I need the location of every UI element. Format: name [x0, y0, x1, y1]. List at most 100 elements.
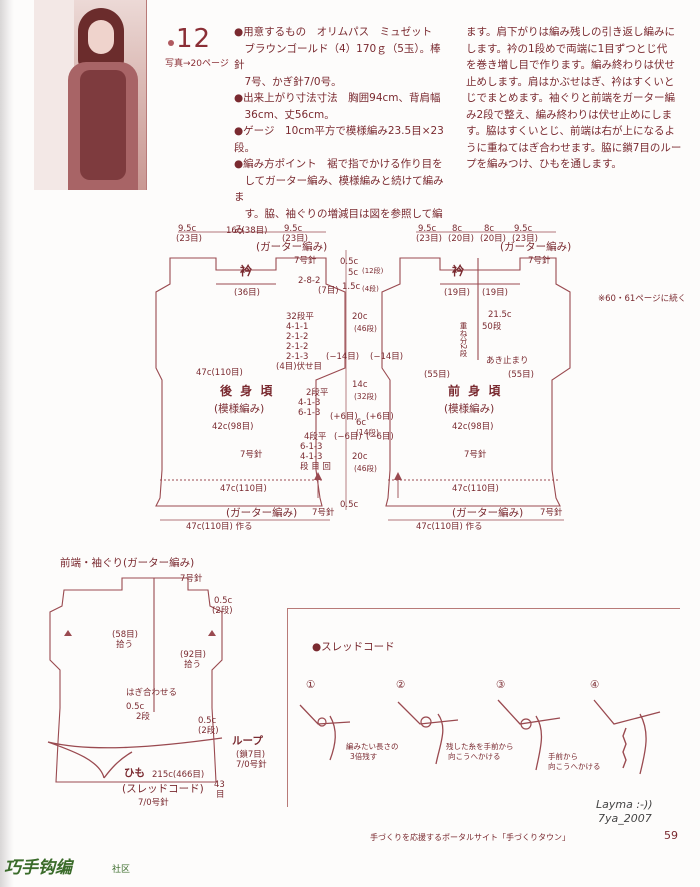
thread-cord-title: ●スレッドコード: [312, 641, 395, 653]
tie-type: (スレッドコード): [122, 783, 204, 795]
finishing-bottom-rows: 2段: [136, 712, 150, 722]
front-width-3: 47c(110目): [452, 484, 499, 494]
front-dim: (23目): [416, 234, 442, 244]
front-body-outline: [381, 257, 571, 507]
back-shoulder-sts: (7目): [318, 286, 339, 296]
loop-hook: 7/0号針: [236, 760, 267, 770]
finishing-title: 前端・袖ぐり(ガーター編み): [60, 557, 195, 569]
finishing-pickup-right-unit: 拾う: [184, 660, 202, 670]
back-side-dim: 0.5c: [340, 257, 359, 267]
back-dim-left-sts: (23目): [176, 234, 202, 244]
front-garter-top: (ガーター編み): [500, 241, 572, 253]
instruction-line: ●ゲージ 10cm平方で模様編み23.5目×23段。: [234, 125, 444, 154]
finishing-title-main: 前端・袖ぐり: [60, 557, 123, 569]
back-side-dim: (46段): [354, 464, 377, 473]
back-dim-right: 9.5c: [284, 224, 303, 234]
cord-step-2-drawing: [397, 701, 459, 765]
back-hem-dec: 段 目 回: [300, 462, 331, 472]
back-waist-rows: 6-1-3: [298, 408, 321, 418]
finishing-overlap-join: はぎ合わせる: [126, 688, 178, 698]
see-also-note: ※60・61ページに続く: [598, 294, 687, 304]
front-title: 前 身 頃: [448, 384, 503, 398]
instruction-line: ます。肩下がりは編み残しの引き返し編みに: [466, 26, 675, 38]
back-garter-top: (ガーター編み): [256, 241, 328, 253]
front-needle-mid: 7号針: [464, 450, 487, 460]
instruction-line: を巻き増し目で作ります。編み終わりは伏せ: [466, 59, 675, 71]
back-needle-bottom: 7号針: [312, 508, 335, 518]
front-minus6: (−6目): [366, 432, 394, 442]
back-title: 後 身 頃: [220, 384, 275, 398]
front-dim: (20目): [448, 234, 474, 244]
finishing-pickup-left-unit: 拾う: [116, 640, 134, 650]
photo-reference: 写真→20ページ: [165, 59, 229, 69]
cord-step-1-drawing: [299, 704, 351, 761]
front-collar: 衿: [452, 264, 467, 278]
book-spine-shadow: [0, 0, 14, 887]
cord-step-4-drawing: [593, 699, 661, 775]
finishing-title-sub: (ガーター編み): [123, 557, 195, 569]
back-side-dim: 20c: [352, 452, 368, 462]
footer-text: 手づくりを応援するポータルサイト「手づくりタウン」: [370, 833, 570, 842]
back-side-dim: (46段): [354, 324, 377, 333]
back-subtitle: (模様編み): [214, 403, 265, 415]
back-armhole-dec: 32段平: [286, 312, 314, 322]
front-dim: 9.5c: [418, 224, 437, 234]
cord-step-3-drawing: [497, 699, 561, 771]
back-hem-dec: 4-1-3: [300, 452, 323, 462]
cord-note-1b: 3倍残す: [350, 752, 378, 761]
instruction-line: 7号、かぎ針7/0号。: [234, 75, 342, 88]
finishing-side-dim: 0.5c: [198, 716, 217, 726]
tie-label: ひも: [124, 767, 145, 779]
front-dim: 8c: [452, 224, 463, 234]
front-dim: (23目): [512, 234, 538, 244]
front-garter-bottom: (ガーター編み): [452, 507, 524, 519]
cord-note-1: 編みたい長さの: [346, 742, 399, 751]
back-width-3: 47c(110目): [220, 484, 267, 494]
instruction-line: ●編み方ポイント 裾で指でかける作り目を: [234, 158, 443, 170]
front-minus14: (−14目): [370, 352, 404, 362]
number-dot-icon: [168, 40, 174, 46]
back-needle-top: 7号針: [294, 256, 317, 266]
back-side-dim: 0.5c: [340, 500, 359, 510]
back-side-dim: 20c: [352, 312, 368, 322]
back-armhole-dec: (4目)伏せ目: [276, 362, 323, 372]
loop-label: ループ: [232, 735, 263, 747]
back-minus6: (−6目): [334, 432, 362, 442]
back-garter-bottom: (ガーター編み): [226, 507, 298, 519]
back-armhole-dec: 2-1-3: [286, 352, 309, 362]
finishing-top-rows: (2段): [212, 606, 233, 616]
front-open-end: あき止まり: [486, 356, 529, 366]
back-width-1: 47c(110目): [196, 368, 243, 378]
front-sts-55-right: (55目): [508, 370, 534, 380]
cord-step-3: ③: [496, 679, 506, 691]
back-dim-center: 16c(38目): [226, 226, 268, 236]
back-needle-mid: 7号針: [240, 450, 263, 460]
tie-cord-path: [47, 737, 223, 779]
front-center-dim: 21.5c: [488, 310, 512, 320]
back-side-dim: 1.5c: [342, 282, 361, 292]
pattern-number: 12: [176, 24, 212, 54]
front-center-rows: 50段: [482, 322, 502, 332]
finishing-needle: 7号針: [180, 574, 203, 584]
front-needle-bottom: 7号針: [540, 508, 563, 518]
cord-note-2b: 向こうへかける: [448, 752, 501, 761]
front-plus6: (+6目): [366, 412, 394, 422]
back-side-dim: 14c: [352, 380, 368, 390]
back-body-outline: [155, 257, 346, 507]
back-side-dim: (4段): [362, 285, 379, 293]
cord-step-2: ②: [396, 679, 406, 691]
instruction-line: 36cm、丈56cm。: [234, 108, 335, 121]
back-shoulder-rows: 2-8-2: [298, 276, 321, 286]
instructions-column-2: ます。肩下がりは編み残しの引き返し編みに します。衿の1段めで両端に1目ずつとじ…: [466, 24, 688, 173]
finishing-pickup-left: (58目): [112, 630, 138, 640]
loop-chain: (鎖7目): [236, 750, 266, 760]
tie-marker-unit: 目: [216, 790, 225, 800]
instruction-line: ●出来上がり寸法寸法 胸囲94cm、背肩幅: [234, 92, 441, 104]
front-overlap: 重ね分2段: [459, 322, 468, 357]
back-side-dim: (12段): [362, 267, 384, 275]
back-plus6: (+6目): [330, 412, 358, 422]
instruction-line: す。脇はすくいとじ、前端は右が上になるよ: [466, 125, 675, 137]
back-dim-left: 9.5c: [178, 224, 197, 234]
